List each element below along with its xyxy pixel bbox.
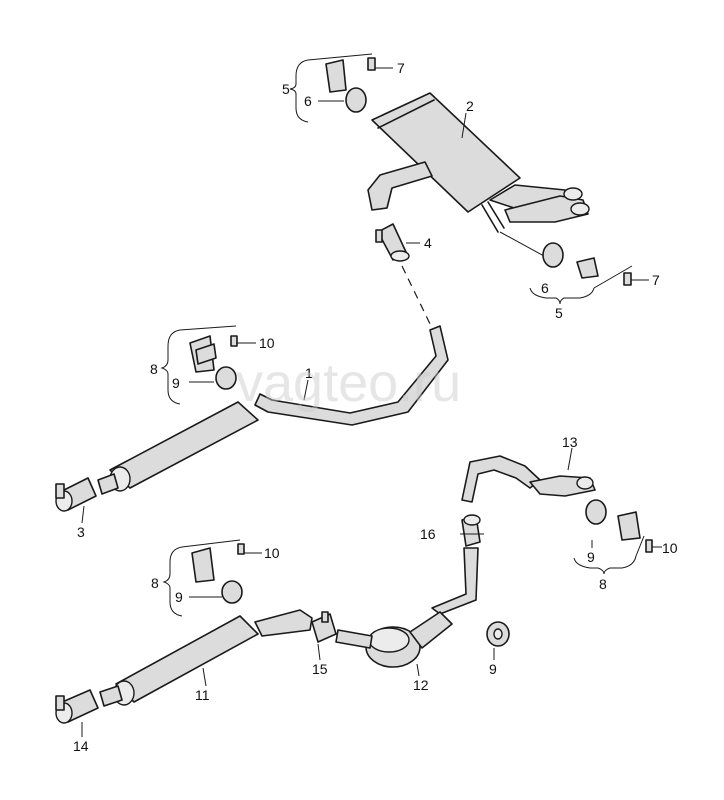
callout-9-upper: 9	[172, 375, 180, 391]
rear-silencer	[371, 92, 590, 263]
callout-11: 11	[195, 687, 210, 703]
callout-2: 2	[466, 98, 474, 114]
pipe-clamp-lower-16	[461, 514, 481, 547]
callout-9-lower-left: 9	[175, 589, 183, 605]
hanger-bracket-lower-right	[585, 499, 653, 553]
lower-center-silencer	[99, 609, 313, 707]
hanger-upper-top	[325, 57, 376, 113]
pipe-clamp-front	[55, 477, 97, 512]
pipe-clamp-front-lower	[55, 689, 99, 724]
link-pipe	[335, 629, 373, 649]
front-pipe-assembly	[97, 325, 449, 495]
rear-pipe-section	[461, 455, 596, 503]
callout-6-upper: 6	[304, 93, 312, 109]
callout-9-resonator: 9	[489, 661, 497, 677]
callout-5-right: 5	[555, 305, 563, 321]
callout-8-lower-right: 8	[599, 576, 607, 592]
round-resonator	[365, 611, 453, 668]
hanger-upper-right	[542, 242, 632, 286]
callout-7-right: 7	[652, 272, 660, 288]
callout-12: 12	[413, 677, 429, 693]
callout-13: 13	[562, 434, 578, 450]
callout-9-lower-right: 9	[587, 549, 595, 565]
hanger-bracket-lower-left	[191, 543, 245, 604]
callout-8-lower-left: 8	[151, 575, 159, 591]
hanger-bracket-upper	[189, 335, 238, 390]
group-braces	[160, 53, 645, 617]
callout-15: 15	[312, 661, 328, 677]
rubber-mount-lower	[486, 621, 510, 647]
callout-10-upper: 10	[259, 335, 275, 351]
upper-bend-pipe	[367, 161, 433, 211]
connection-line	[401, 265, 433, 329]
callout-14: 14	[73, 738, 89, 754]
callout-10-lower-left: 10	[264, 545, 280, 561]
leader-lines	[81, 67, 662, 737]
lower-mid-pipe	[431, 547, 479, 615]
callout-4: 4	[424, 235, 432, 251]
callout-6-right: 6	[541, 280, 549, 296]
callout-5-upper: 5	[282, 81, 290, 97]
callout-16: 16	[420, 526, 436, 542]
watermark: vagteo.ru	[236, 353, 461, 413]
callout-8-upper: 8	[150, 361, 158, 377]
pipe-clamp-lower-15	[311, 611, 337, 643]
callout-1: 1	[305, 365, 313, 381]
pipe-clamp-upper	[375, 223, 410, 262]
callout-10-lower-right: 10	[662, 540, 678, 556]
callout-3: 3	[77, 524, 85, 540]
callout-7-upper: 7	[397, 60, 405, 76]
